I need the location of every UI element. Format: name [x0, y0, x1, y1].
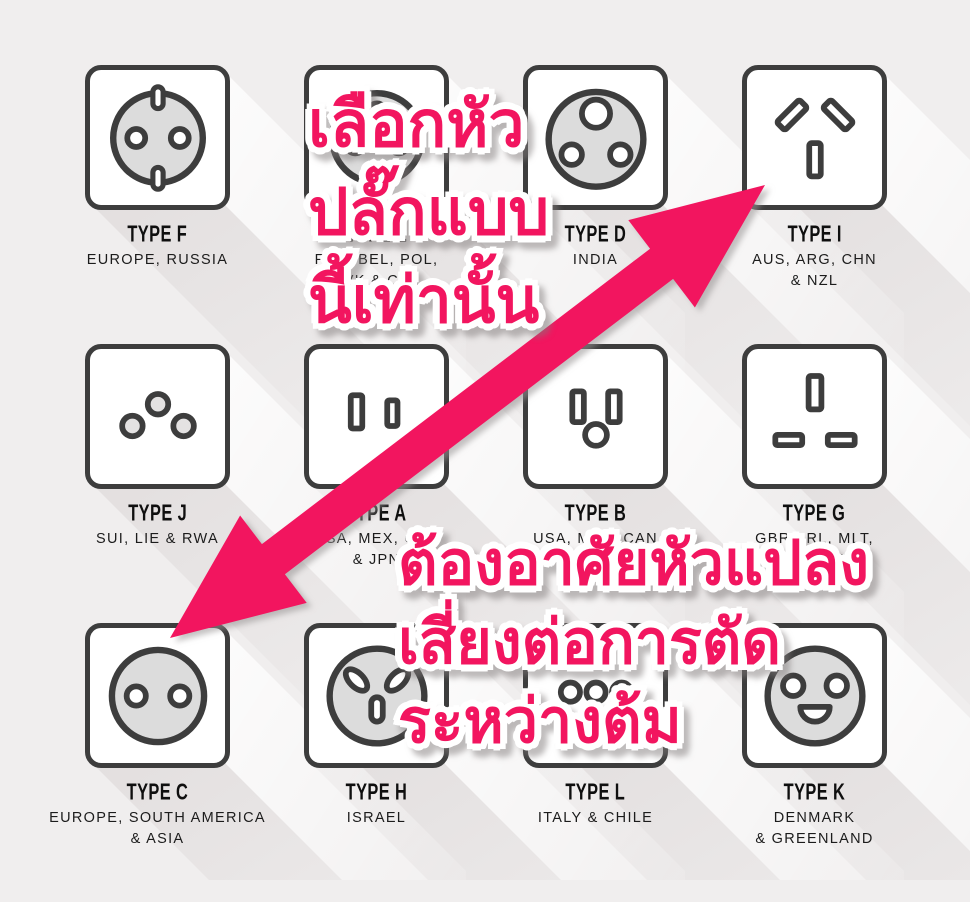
socket-regions: GBR, IRL, MLT, MYS & SIN	[755, 531, 874, 568]
socket-regions: FRA, BEL, POL, SVK & CZE	[314, 252, 439, 289]
annotation-line: นี้เท่านั้น นี้เท่านั้น	[302, 256, 549, 344]
socket-card-type-h: TYPE H ISRAEL	[267, 623, 486, 902]
type-h-socket-icon	[325, 644, 428, 747]
socket-type-title: TYPE J	[128, 501, 187, 526]
type-k-socket-illustration	[742, 623, 887, 768]
socket-regions: SUI, LIE & RWA	[96, 531, 219, 547]
type-d-socket-illustration	[523, 65, 668, 210]
socket-regions: AUS, ARG, CHN & NZL	[752, 252, 877, 289]
type-d-socket-icon	[544, 88, 647, 190]
type-a-socket-icon	[347, 391, 400, 431]
socket-card-type-e: TYPE E FRA, BEL, POL, SVK & CZE	[267, 65, 486, 344]
bottom-annotation: ต้องอาศัยหัวแปลง ต้องอาศัยหัวแปลง เสี่ยง…	[392, 524, 874, 761]
annotation-line: ปลั๊กแบบ ปลั๊กแบบ	[302, 168, 554, 256]
socket-type-title: TYPE G	[783, 501, 846, 526]
type-f-socket-icon	[109, 83, 206, 192]
infographic-canvas: TYPE F EUROPE, RUSSIA TYPE E FRA, BEL, P…	[49, 65, 970, 880]
socket-type-title: TYPE I	[787, 222, 842, 247]
type-l-socket-illustration	[523, 623, 668, 768]
double-headed-arrow	[170, 185, 765, 638]
socket-regions: ITALY & CHILE	[537, 810, 654, 826]
socket-regions: ISRAEL	[346, 810, 407, 826]
socket-regions: INDIA	[572, 252, 619, 268]
annotation-text: เลือกหัว	[308, 88, 525, 160]
annotation-text-outline: เสี่ยงต่อการตัด	[392, 603, 786, 682]
socket-card-type-j: TYPE J SUI, LIE & RWA	[48, 344, 267, 623]
annotation-text-outline: ปลั๊กแบบ	[302, 171, 554, 254]
socket-type-grid: TYPE F EUROPE, RUSSIA TYPE E FRA, BEL, P…	[48, 65, 924, 902]
type-e-socket-icon	[328, 89, 425, 186]
annotation-text-outline: ต้องอาศัยหัวแปลง	[392, 524, 874, 603]
arrow-shape	[170, 185, 765, 638]
socket-type-title: TYPE C	[126, 780, 189, 805]
socket-type-title: TYPE B	[564, 501, 627, 526]
annotation-text: ระหว่างต้ม	[398, 687, 682, 755]
socket-type-title: TYPE K	[783, 780, 846, 805]
socket-card-type-d: TYPE D INDIA	[486, 65, 705, 344]
type-i-socket-icon	[774, 97, 855, 179]
annotation-line: ระหว่างต้ม ระหว่างต้ม	[393, 682, 869, 761]
annotation-text-outline: เลือกหัว	[302, 83, 529, 166]
type-g-socket-icon	[771, 372, 858, 448]
socket-card-type-g: TYPE G GBR, IRL, MLT, MYS & SIN	[705, 344, 924, 623]
annotation-text: เสี่ยงต่อการตัด	[398, 608, 782, 676]
annotation-line: เสี่ยงต่อการตัด เสี่ยงต่อการตัด	[392, 603, 869, 682]
type-i-socket-illustration	[742, 65, 887, 210]
type-c-socket-illustration	[85, 623, 230, 768]
socket-card-type-l: TYPE L ITALY & CHILE	[486, 623, 705, 902]
annotation-text: นี้เท่านั้น	[308, 264, 540, 336]
type-l-socket-icon	[557, 679, 634, 705]
type-h-socket-illustration	[304, 623, 449, 768]
annotation-text-outline: นี้เท่านั้น	[302, 259, 544, 342]
socket-type-title: TYPE D	[564, 222, 627, 247]
socket-regions: DENMARK & GREENLAND	[755, 810, 874, 847]
type-b-socket-icon	[568, 388, 623, 449]
socket-type-title: TYPE E	[346, 222, 407, 247]
socket-regions: EUROPE, SOUTH AMERICA & ASIA	[49, 810, 266, 847]
socket-card-type-f: TYPE F EUROPE, RUSSIA	[48, 65, 267, 344]
type-k-socket-icon	[763, 644, 866, 747]
type-f-socket-illustration	[85, 65, 230, 210]
type-e-socket-illustration	[304, 65, 449, 210]
annotation-text: ปลั๊กแบบ	[308, 176, 550, 248]
socket-regions: EUROPE, RUSSIA	[86, 252, 229, 268]
type-j-socket-illustration	[85, 344, 230, 489]
socket-type-title: TYPE L	[565, 780, 626, 805]
annotation-line: เลือกหัว เลือกหัว	[302, 80, 549, 168]
socket-card-type-k: TYPE K DENMARK & GREENLAND	[705, 623, 924, 902]
socket-card-type-i: TYPE I AUS, ARG, CHN & NZL	[705, 65, 924, 344]
type-c-socket-icon	[108, 646, 207, 745]
socket-type-title: TYPE F	[127, 222, 188, 247]
annotation-line: ต้องอาศัยหัวแปลง ต้องอาศัยหัวแปลง	[392, 524, 874, 603]
type-g-socket-illustration	[742, 344, 887, 489]
socket-card-type-c: TYPE C EUROPE, SOUTH AMERICA & ASIA	[48, 623, 267, 902]
socket-regions: USA, MEX, CAN & JPN	[533, 531, 658, 568]
top-annotation: เลือกหัว เลือกหัว ปลั๊กแบบ ปลั๊กแบบ นี้เ…	[302, 80, 554, 344]
annotation-text: ต้องอาศัยหัวแปลง	[398, 529, 870, 597]
annotation-text-outline: ระหว่างต้ม	[393, 682, 688, 761]
socket-type-title: TYPE H	[345, 780, 408, 805]
type-j-socket-icon	[118, 390, 197, 439]
